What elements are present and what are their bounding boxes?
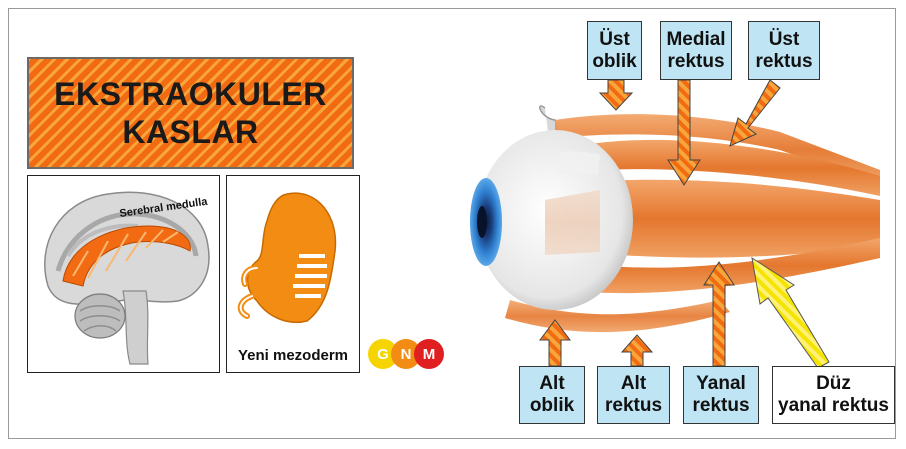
label-alt-rektus-line2: rektus — [605, 395, 662, 417]
label-duz-yanal-rektus: Düz yanal rektus — [772, 366, 895, 424]
label-alt-oblik-line1: Alt — [539, 373, 564, 395]
label-medial-rektus-line1: Medial — [666, 29, 725, 51]
label-medial-rektus-line2: rektus — [667, 51, 724, 73]
label-yanal-rektus: Yanal rektus — [683, 366, 759, 424]
label-medial-rektus: Medial rektus — [660, 21, 732, 80]
label-alt-oblik: Alt oblik — [519, 366, 585, 424]
label-yanal-rektus-line2: rektus — [692, 395, 749, 417]
label-ust-rektus-line2: rektus — [755, 51, 812, 73]
label-alt-rektus-line1: Alt — [621, 373, 646, 395]
label-duz-yanal-rektus-line2: yanal rektus — [778, 395, 889, 417]
label-duz-yanal-rektus-line1: Düz — [816, 373, 851, 395]
arrow-ust-oblik — [600, 80, 632, 110]
label-ust-rektus: Üst rektus — [748, 21, 820, 80]
label-alt-rektus: Alt rektus — [597, 366, 670, 424]
pupil — [477, 206, 487, 238]
label-yanal-rektus-line1: Yanal — [696, 373, 746, 395]
label-ust-oblik-line2: oblik — [592, 51, 636, 73]
label-ust-oblik-line1: Üst — [599, 29, 630, 51]
label-ust-rektus-line1: Üst — [769, 29, 800, 51]
arrow-alt-rektus — [622, 335, 652, 366]
label-alt-oblik-line2: oblik — [530, 395, 574, 417]
label-ust-oblik: Üst oblik — [587, 21, 642, 80]
